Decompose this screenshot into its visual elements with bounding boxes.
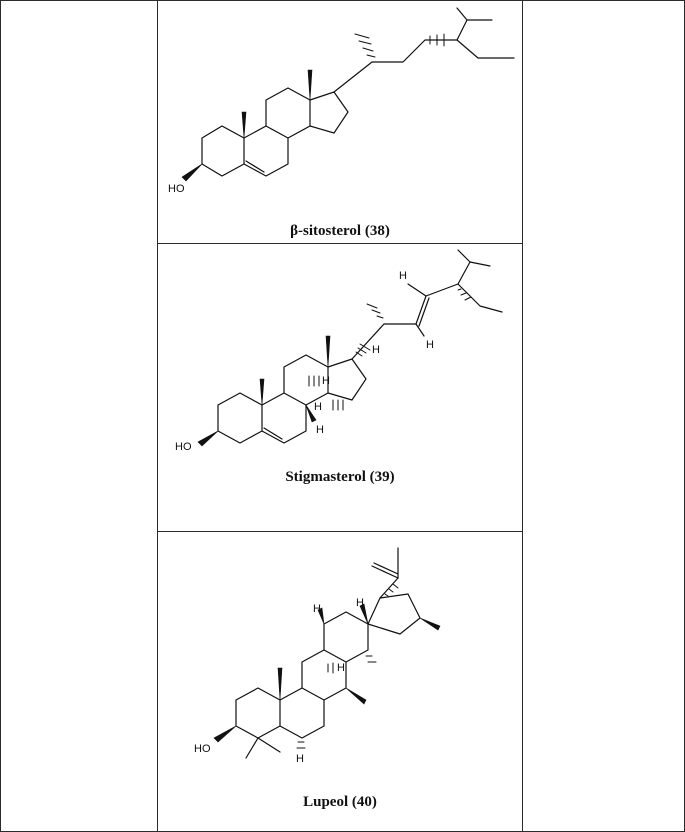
column-divider-left [157, 0, 158, 832]
column-divider-right [522, 0, 523, 832]
structure-lupeol: HO H H H H [194, 547, 441, 765]
structure-beta-sitosterol: HO [168, 7, 515, 195]
hydroxyl-label: HO [194, 743, 211, 755]
compound-caption-40: Lupeol (40) [303, 794, 377, 810]
svg-text:H: H [313, 603, 321, 615]
svg-text:H: H [399, 270, 407, 282]
compound-cell-38: HO β-sitosterol (38) [158, 1, 522, 243]
svg-text:H: H [372, 344, 380, 356]
hydroxyl-label: HO [175, 441, 192, 453]
compound-cell-39: HO H H H H H H [158, 244, 522, 531]
row-divider-1 [157, 243, 523, 244]
svg-text:H: H [314, 401, 322, 413]
svg-text:H: H [296, 753, 304, 765]
svg-text:H: H [426, 339, 434, 351]
compound-cell-40: HO H H H H Lupeol (40) [158, 532, 522, 831]
svg-text:H: H [322, 375, 330, 387]
svg-text:H: H [316, 424, 324, 436]
table-border-top [0, 0, 685, 1]
table-border-left [0, 0, 1, 832]
compound-caption-38: β-sitosterol (38) [290, 223, 390, 239]
svg-text:H: H [356, 597, 364, 609]
compound-caption-39: Stigmasterol (39) [285, 469, 395, 485]
hydroxyl-label: HO [168, 183, 185, 195]
svg-text:H: H [337, 662, 345, 674]
row-divider-2 [157, 531, 523, 532]
structure-stigmasterol: HO H H H H H H [175, 249, 503, 453]
